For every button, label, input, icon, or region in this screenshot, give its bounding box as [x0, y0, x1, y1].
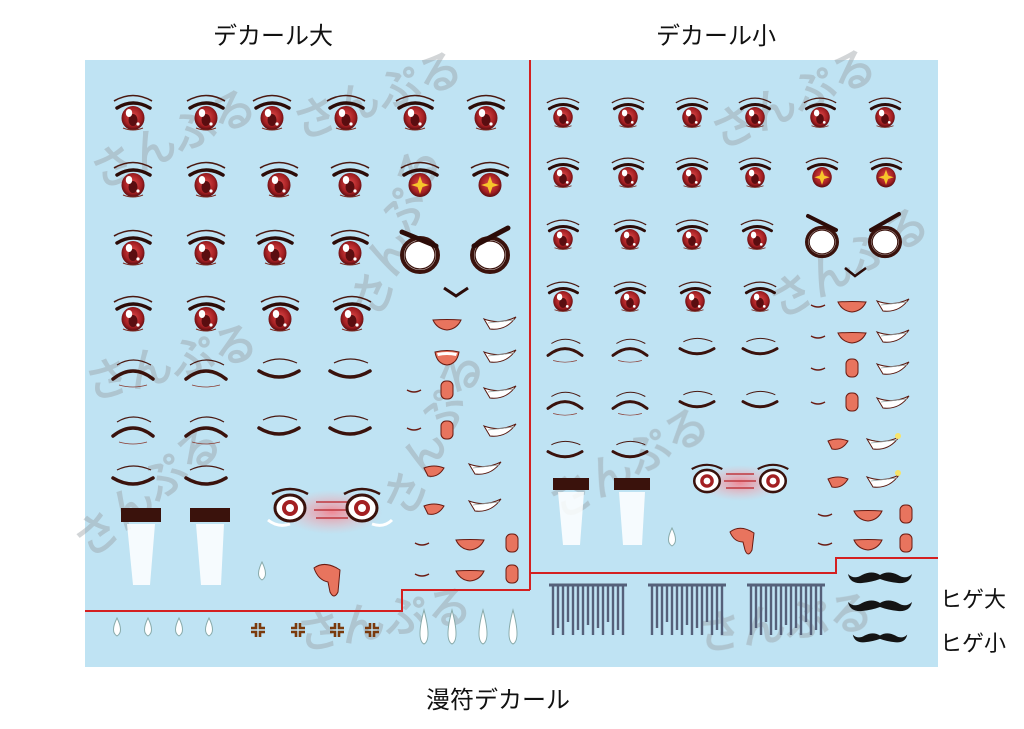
gloom-stripes	[549, 583, 825, 635]
small-mouths	[810, 298, 913, 553]
large-crying-face	[267, 487, 394, 534]
label-decal-large: デカール大	[213, 22, 333, 50]
tear-drops-row	[113, 608, 518, 645]
large-gloom-tears	[121, 508, 341, 597]
small-eyes-rows	[545, 96, 904, 313]
label-mustache-large: ヒゲ大	[940, 588, 1007, 613]
large-eyes-row3	[112, 225, 511, 298]
small-crying-face	[690, 463, 790, 501]
label-manpu-decal: 漫符デカール	[426, 686, 570, 714]
section-dividers	[85, 60, 938, 612]
label-decal-small: デカール小	[656, 22, 776, 50]
small-gloom-tears	[553, 478, 755, 555]
label-mustache-small: ヒゲ小	[940, 632, 1007, 657]
